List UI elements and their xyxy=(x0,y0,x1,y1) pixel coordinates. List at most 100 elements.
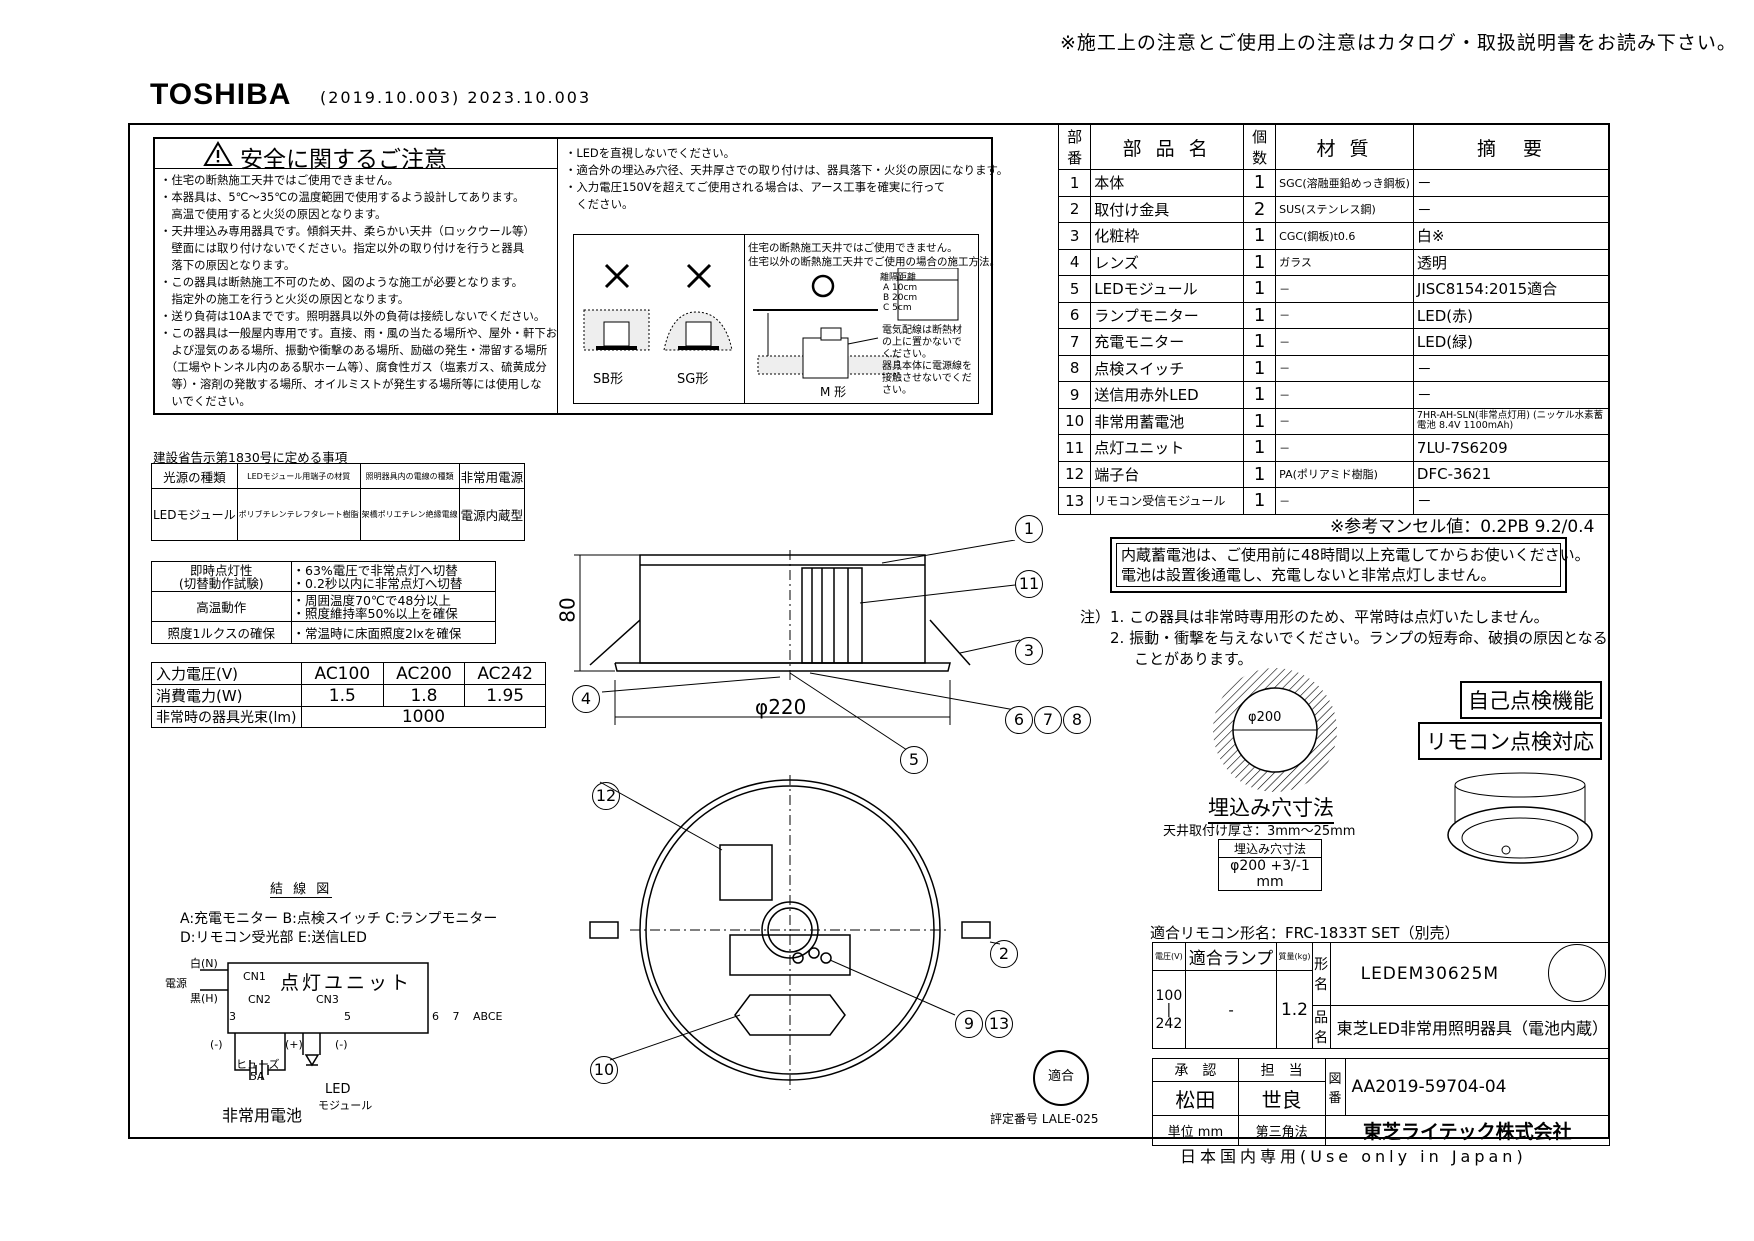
cell: AC242 xyxy=(464,662,546,685)
cell: 1 xyxy=(1243,301,1277,329)
cell: 1.95 xyxy=(464,684,546,707)
cell: － xyxy=(1275,434,1414,462)
cn2-label: CN2 xyxy=(248,993,271,1006)
title-circle xyxy=(1548,944,1606,1002)
cell: - xyxy=(1184,970,1278,1049)
safety-title: 安全に関するご注意 xyxy=(240,147,447,173)
col-header: 摘 要 xyxy=(1412,124,1611,170)
pin-labels: 3 5 6 7 ABCE xyxy=(229,1010,503,1023)
power-in: 電源 xyxy=(165,977,187,990)
cell: 取付け金具 xyxy=(1090,195,1245,223)
width-dimension: φ220 xyxy=(755,695,807,719)
cell: 6 xyxy=(1057,301,1092,329)
bottom-view-drawing xyxy=(589,775,1000,1090)
table-row: 消費電力(W) 1.5 1.8 1.95 xyxy=(151,684,546,707)
callout-7: 7 xyxy=(1034,706,1062,734)
cell: 光源の種類 xyxy=(151,463,238,489)
callout-10: 10 xyxy=(590,1056,618,1084)
cell: AC200 xyxy=(382,662,466,685)
cell: － xyxy=(1275,328,1414,356)
cell: 13 xyxy=(1057,487,1092,515)
side-view-drawing xyxy=(574,540,1020,753)
header-note: ※施工上の注意とご使用上の注意はカタログ・取扱説明書をお読み下さい。 xyxy=(1060,32,1737,54)
cell: 架橋ポリエチレン絶縁電線 xyxy=(359,488,460,541)
drawing-frame xyxy=(128,123,1610,1139)
col-header: 部 品 名 xyxy=(1090,124,1245,170)
cell: － xyxy=(1275,381,1414,409)
kokuji-title: 建設省告示第1830号に定める事項 xyxy=(153,450,348,465)
pin: B xyxy=(480,1010,488,1023)
cell: 即時点灯性 (切替動作試験) xyxy=(151,561,292,592)
callout-13: 13 xyxy=(985,1010,1013,1038)
cell: 電圧(V) xyxy=(1152,942,1186,971)
safety-line: 等）・溶剤の発散する場所、オイルミストが発生する場所等には使用しな xyxy=(160,377,542,391)
callout-8: 8 xyxy=(1063,706,1091,734)
table-row: 即時点灯性 (切替動作試験)・63%電圧で非常点灯へ切替 ・0.2秒以内に非常点… xyxy=(151,561,497,592)
cell: 点灯ユニット xyxy=(1090,434,1245,462)
cell: 100 | 242 xyxy=(1152,970,1186,1049)
note-line: ことがあります。 xyxy=(1134,650,1253,668)
remote-model: 適合リモコン形名：FRC-1833T SET（別売） xyxy=(1150,924,1460,942)
cutout-drawing xyxy=(1213,668,1337,792)
safety-line: ・送り負荷は10Aまでです。照明器具以外の負荷は接続しないでください。 xyxy=(160,309,546,323)
battery-label: 非常用電池 xyxy=(222,1106,303,1125)
cell: 5 xyxy=(1057,275,1092,303)
table-row: 照度1ルクスの確保・常温時に床面照度2lxを確保 xyxy=(151,621,497,644)
cell: 東芝LED非常用照明器具（電池内蔵） xyxy=(1329,1005,1611,1049)
cell: 照明器具内の電線の種類 xyxy=(359,463,460,489)
cell: 点検スイッチ xyxy=(1090,354,1245,382)
cell: LEDモジュール xyxy=(151,488,238,541)
fuse-rating: 5A xyxy=(250,1070,265,1083)
sign-plus: (+) xyxy=(285,1038,303,1051)
cell: 質量(kg) xyxy=(1276,942,1313,971)
cell: 1 xyxy=(1243,248,1277,276)
table-row: 松田 世良 xyxy=(1152,1081,1610,1116)
cell: 非常用蓄電池 xyxy=(1090,407,1245,435)
callout-1: 1 xyxy=(1015,515,1043,543)
cell: 送信用赤外LED xyxy=(1090,381,1245,409)
cell: 1 xyxy=(1243,354,1277,382)
cell: 1 xyxy=(1243,275,1277,303)
cell: 11 xyxy=(1057,434,1092,462)
certification-number: 評定番号 LALE-025 xyxy=(990,1112,1099,1126)
cell: ガラス xyxy=(1275,248,1414,276)
cell: 1 xyxy=(1243,222,1277,250)
table-row: 光源の種類 LEDモジュール用端子の材質 照明器具内の電線の種類 非常用電源 xyxy=(151,463,526,489)
pin: C xyxy=(487,1010,496,1023)
safety-line: 高温で使用すると火災の原因となります。 xyxy=(160,207,387,221)
cell: 3 xyxy=(1057,222,1092,250)
safety-line: よび湿気のある場所、振動や衝撃のある場所、励磁の発生・滞留する場所 xyxy=(160,343,548,357)
cell: 10 xyxy=(1057,407,1092,435)
cell: 入力電圧(V) xyxy=(151,662,302,685)
m-type-illustration xyxy=(753,268,959,379)
cell: 1 xyxy=(1243,460,1277,488)
wire-black: 黒(H) xyxy=(190,992,218,1005)
cell: リモコン受信モジュール xyxy=(1090,487,1245,515)
title-block-bottom: 承 認 担 当 図番 AA2019-59704-04 松田 世良 単位 mm 第… xyxy=(1152,1058,1611,1146)
installation-warning-box xyxy=(573,234,979,404)
cell: 1.2 xyxy=(1276,970,1313,1049)
table-row: 高温動作・周囲温度70℃で48分以上 ・照度維持率50%以上を確保 xyxy=(151,591,497,622)
safety-line: ・適合外の埋込み穴径、天井厚さでの取り付けは、器具落下・火災の原因になります。 xyxy=(565,163,1009,177)
safety-line: いでください。 xyxy=(160,394,251,408)
stamp-text: 適合 xyxy=(1047,1069,1074,1084)
cell: － xyxy=(1412,487,1611,515)
cell: － xyxy=(1275,301,1414,329)
m-type-label: M 形 xyxy=(820,385,847,399)
cell: 9 xyxy=(1057,381,1092,409)
note-line: 注）1. この器具は非常時専用形のため、平常時は点灯いたしません。 xyxy=(1080,608,1549,626)
ceiling-thickness: 天井取付け厚さ：3mm～25mm xyxy=(1163,824,1356,839)
cell: LED(赤) xyxy=(1412,301,1611,329)
cell: 第三角法 xyxy=(1237,1115,1326,1146)
cell: LEDモジュール xyxy=(1090,275,1245,303)
wire-note-line: の上に置かないで xyxy=(882,337,962,348)
cell: 1 xyxy=(1243,328,1277,356)
wire-note-line: 接触させないでくだ xyxy=(882,373,972,384)
warning-icon xyxy=(203,141,233,171)
